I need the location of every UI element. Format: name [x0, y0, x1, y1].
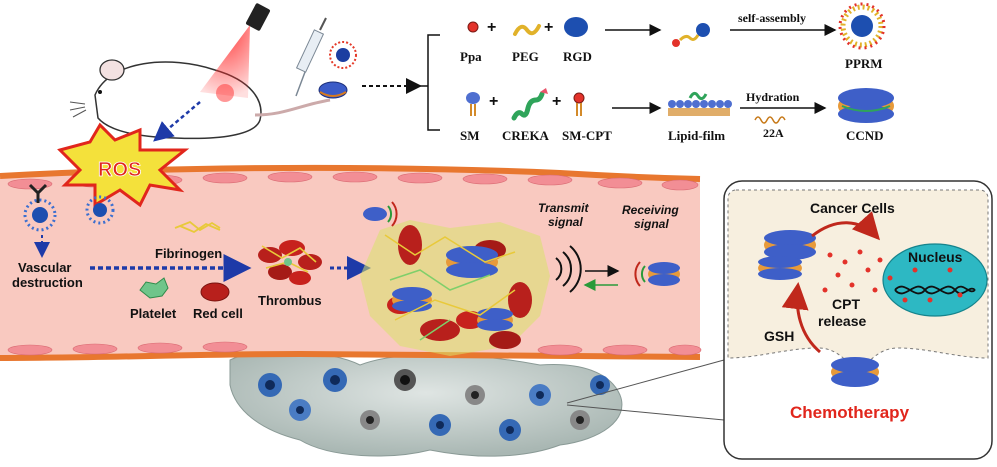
self-assembly-label: self-assembly — [738, 11, 806, 25]
rgd-icon — [564, 17, 588, 37]
svg-text:+: + — [487, 19, 496, 36]
receiving-signal-label-line1: Receiving — [622, 203, 679, 217]
cpt-dots — [822, 249, 963, 303]
ros-label: ROS — [98, 159, 141, 181]
cancer-cell-panel: Cancer Cells Nucleus CPT release GSH — [723, 180, 993, 460]
ccnd-emitter-icon — [363, 201, 398, 227]
ccnd-cluster-cell — [758, 230, 816, 280]
transmit-signal-label-line1: Transmit — [538, 201, 589, 215]
pprm-label: PPRM — [845, 56, 883, 71]
mouse-illustration — [69, 59, 331, 140]
laser-icon — [200, 3, 270, 98]
clot-with-ccnd — [360, 220, 550, 356]
22a-label: 22A — [763, 126, 784, 140]
reagent-sm-label: SM — [460, 128, 480, 143]
creka-icon — [511, 91, 545, 121]
ros-burst: ROS — [57, 122, 190, 208]
dna-icon — [894, 285, 976, 295]
ppa-icon — [467, 21, 479, 33]
ccnd-particle-icon — [318, 81, 348, 99]
nucleus-icon — [882, 243, 988, 317]
spring-22a-icon — [754, 116, 786, 124]
ccnd-bound-cluster — [392, 246, 513, 331]
fibrinogen-label: Fibrinogen — [155, 246, 222, 261]
syringe-icon — [295, 17, 327, 97]
nucleus-label: Nucleus — [908, 249, 963, 265]
pprm-nanoparticle-icon — [838, 2, 886, 50]
platelet-label: Platelet — [130, 306, 177, 321]
vascular-destruction-label-line2: destruction — [12, 275, 83, 290]
sm-cpt-icon — [573, 92, 585, 116]
tumor-cells — [258, 368, 610, 441]
ccnd-label: CCND — [846, 128, 884, 143]
cpt-release-label-line1: CPT — [832, 296, 860, 312]
reagent-creka-label: CREKA — [502, 128, 550, 143]
sm-icon — [466, 92, 480, 116]
ccnd-nanodisc-icon — [838, 88, 894, 123]
pprm-particle-icon — [329, 41, 357, 69]
thrombus-icon — [258, 240, 322, 285]
transmit-signal-label-line2: signal — [548, 215, 583, 229]
red-cell-label: Red cell — [193, 306, 243, 321]
signal-waves-icon — [555, 245, 582, 293]
cpt-release-label-line2: release — [818, 313, 866, 329]
release-arrow — [811, 211, 881, 241]
ppa-peg-rgd-conjugate-icon — [672, 23, 710, 47]
gsh-label: GSH — [764, 328, 794, 344]
hydration-label: Hydration — [746, 90, 800, 104]
receiving-signal-label-line2: signal — [634, 217, 669, 231]
callout-line-bottom — [566, 404, 725, 421]
reagent-ppa-label: Ppa — [460, 49, 482, 64]
svg-text:+: + — [552, 93, 561, 110]
vascular-destruction-label-line1: Vascular — [18, 260, 72, 275]
receiver-ccnd-icon — [634, 261, 680, 287]
cancer-cells-title: Cancer Cells — [810, 200, 895, 216]
thrombus-label: Thrombus — [258, 293, 322, 308]
reagent-rgd-label: RGD — [563, 49, 592, 64]
fibrinogen-icon — [174, 220, 221, 234]
peg-icon — [513, 24, 541, 36]
lipid-film-icon — [668, 91, 732, 116]
reagent-peg-label: PEG — [512, 49, 539, 64]
chemotherapy-label: Chemotherapy — [790, 403, 910, 422]
svg-text:+: + — [489, 93, 498, 110]
pprm-particles-vessel — [23, 183, 115, 232]
mouse-to-ros-arrow — [153, 101, 201, 142]
reagent-sm-cpt-label: SM-CPT — [562, 128, 612, 143]
platelet-icon — [139, 277, 169, 299]
callout-line-top — [566, 359, 725, 404]
gsh-arrow — [781, 282, 821, 354]
lipid-film-label: Lipid-film — [668, 128, 725, 143]
svg-text:+: + — [544, 19, 553, 36]
synthesis-scheme: + + Ppa PEG RGD self-assembly PPRM + + — [420, 2, 894, 143]
tumor-tissue — [229, 350, 623, 457]
ccnd-entering-icon — [831, 357, 879, 387]
red-cell-icon — [200, 282, 230, 302]
